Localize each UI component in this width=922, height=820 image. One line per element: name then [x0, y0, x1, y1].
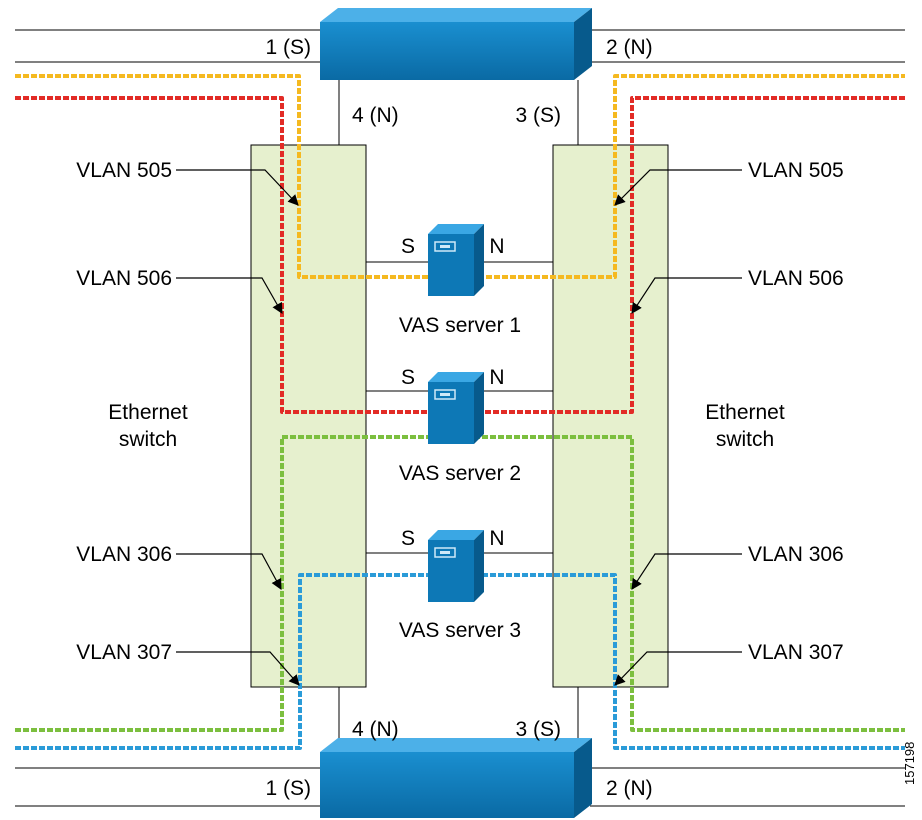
vlan-505-label-right: VLAN 505 [748, 159, 844, 182]
figure-id: 157198 [902, 742, 917, 785]
top-router-port-down-left: 4 (N) [352, 104, 399, 127]
server-2-n-port: N [489, 366, 504, 389]
top-router-port-down-right: 3 (S) [515, 104, 561, 127]
server-1-s-port: S [401, 235, 415, 258]
server-1-name: VAS server 1 [399, 314, 521, 337]
server-3-s-port: S [401, 527, 415, 550]
right-switch-label-line1: Ethernet [705, 401, 785, 424]
vlan-306-path [15, 435, 905, 732]
bottom-router-port-right: 2 (N) [606, 777, 653, 800]
server-1-n-port: N [489, 235, 504, 258]
vlan-callout-leaders [176, 169, 742, 686]
vlan-306-label-left: VLAN 306 [76, 543, 172, 566]
top-router [320, 8, 592, 80]
vlan-306-label-right: VLAN 306 [748, 543, 844, 566]
vlan-307-label-right: VLAN 307 [748, 641, 844, 664]
server-2-s-port: S [401, 366, 415, 389]
right-switch-label-line2: switch [716, 428, 774, 451]
vlan-506-label-right: VLAN 506 [748, 267, 844, 290]
left-switch-label-line2: switch [119, 428, 177, 451]
bottom-router [320, 738, 592, 818]
bottom-router-port-up-right: 3 (S) [515, 718, 561, 741]
server-3-n-port: N [489, 527, 504, 550]
server-icon [427, 529, 485, 603]
bottom-router-port-up-left: 4 (N) [352, 718, 399, 741]
left-switch-label-line1: Ethernet [108, 401, 188, 424]
server-3-name: VAS server 3 [399, 619, 521, 642]
vlan-506-label-left: VLAN 506 [76, 267, 172, 290]
top-router-port-left: 1 (S) [265, 36, 311, 59]
vlan-307-label-left: VLAN 307 [76, 641, 172, 664]
left-ethernet-switch [250, 144, 367, 688]
server-icon [427, 371, 485, 445]
server-icon [427, 223, 485, 297]
server-2-name: VAS server 2 [399, 462, 521, 485]
top-router-port-right: 2 (N) [606, 36, 653, 59]
right-ethernet-switch [552, 144, 669, 688]
bottom-router-port-left: 1 (S) [265, 777, 311, 800]
vlan-307-path [15, 573, 905, 750]
vlan-505-label-left: VLAN 505 [76, 159, 172, 182]
